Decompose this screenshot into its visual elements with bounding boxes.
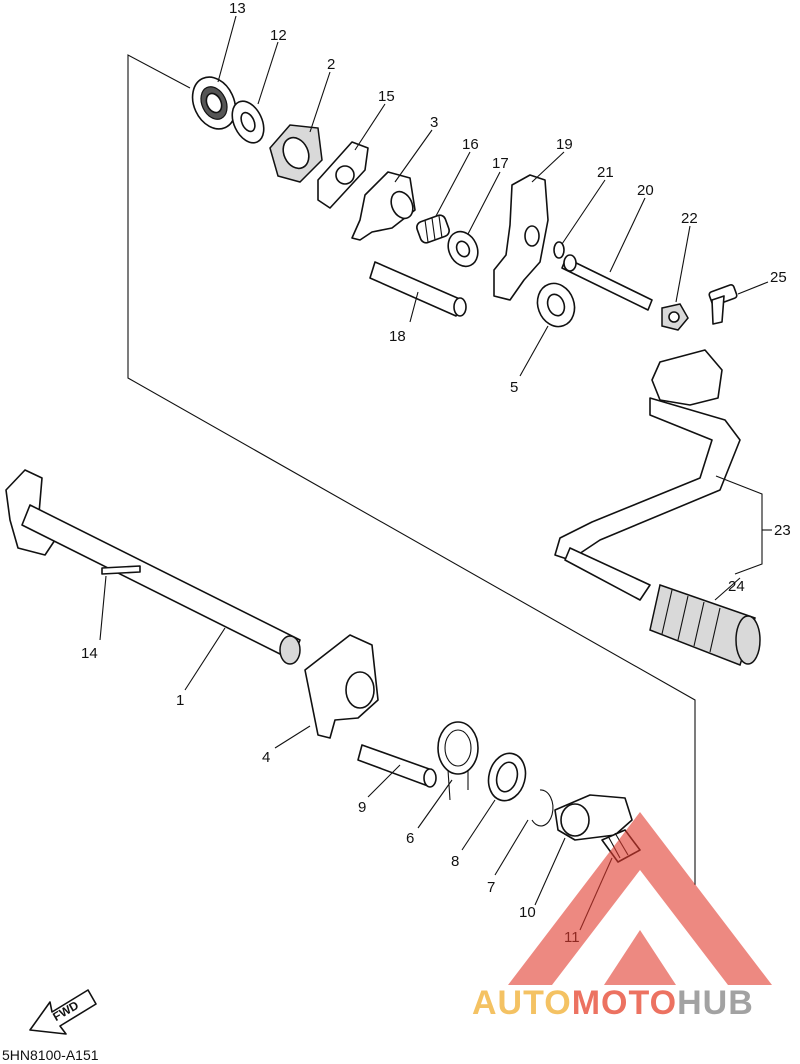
part-6-torsion-spring [437,721,479,801]
callout-21: 21 [597,164,614,181]
watermark-part1: AUTO [472,984,572,1022]
callout-16: 16 [462,136,479,153]
callout-10: 10 [519,904,536,921]
part-5-collar [536,282,576,328]
part-16-spring [416,214,450,244]
callout-9: 9 [358,799,366,816]
watermark-triangle-icon [508,812,772,985]
part-15-plate [317,141,369,209]
part-25-bolt [708,284,738,325]
part-23-shift-pedal [554,349,741,561]
callout-15: 15 [378,88,395,105]
part-17-washer [447,230,479,268]
callout-18: 18 [389,328,406,345]
part-8-washer [487,752,527,802]
callout-4: 4 [262,749,270,766]
callout-19: 19 [556,136,573,153]
watermark-part3: HUB [677,984,754,1022]
callout-12: 12 [270,27,287,44]
callout-labels: 13 12 2 15 3 16 17 19 21 20 22 25 18 5 2… [81,0,791,946]
callout-5: 5 [510,379,518,396]
part-13-oil-seal [191,76,237,130]
callout-13: 13 [229,0,246,17]
callout-25: 25 [770,269,787,286]
part-1-shift-shaft [5,469,301,665]
part-18-pin [369,261,467,317]
watermark-text: AUTOMOTOHUB [472,984,754,1022]
callout-22: 22 [681,210,698,227]
part-22-nut [661,303,689,331]
callout-3: 3 [430,114,438,131]
assembly-frame-lines [127,54,696,885]
watermark-logo: AUTOMOTOHUB [472,812,772,1022]
part-24-rubber-footrest [564,547,761,666]
callout-23: 23 [774,522,791,539]
part-9-collar [357,744,437,788]
fwd-arrow: FWD [29,989,97,1035]
callout-20: 20 [637,182,654,199]
callout-24: 24 [728,578,745,595]
callout-14: 14 [81,645,98,662]
part-2-bearing [269,124,323,183]
part-7-circlip [531,789,554,827]
part-21-oring [553,241,565,259]
part-4-shift-arm [304,634,379,739]
callout-1: 1 [176,692,184,709]
part-3-lever [351,171,416,241]
callout-6: 6 [406,830,414,847]
callout-2: 2 [327,56,335,73]
leader-lines [99,15,772,931]
callout-7: 7 [487,879,495,896]
part-20-bolt [561,254,653,311]
part-14-pin [101,565,141,575]
part-19-stopper-lever [493,174,549,301]
part-10-guide [554,794,633,841]
callout-17: 17 [492,155,509,172]
part-12-washer [231,100,265,144]
drawing-code: 5HN8100-A151 [2,1047,99,1063]
watermark-part2: MOTO [572,984,677,1022]
callout-8: 8 [451,853,459,870]
